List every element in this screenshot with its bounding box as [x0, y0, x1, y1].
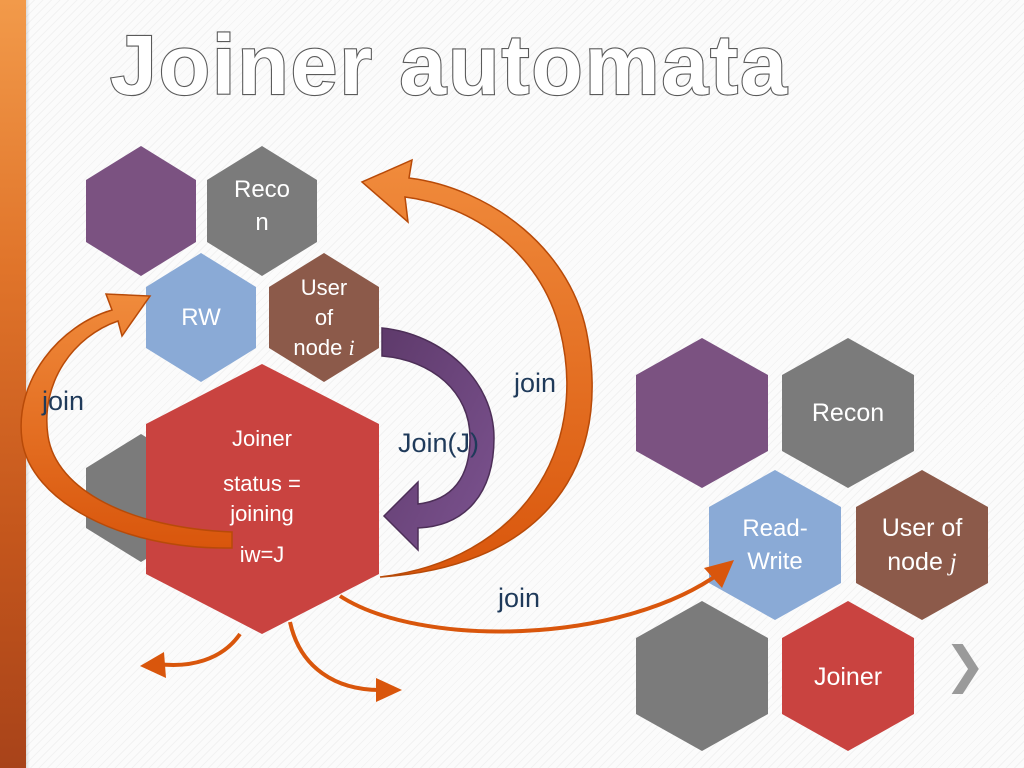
node-i-recon-label-line1: Reco	[234, 176, 290, 203]
node-i-user-label-line1: User	[301, 275, 347, 300]
left-accent-bar	[0, 0, 26, 768]
join-j-arrow-icon	[381, 327, 495, 552]
small-arrowhead-right-icon	[376, 678, 402, 702]
node-i-rw-label: RW	[181, 304, 221, 331]
node-j-gray-hex	[636, 601, 768, 751]
node-j-user-label-line2: node j	[887, 548, 957, 576]
node-i-user-label-line2: of	[315, 305, 334, 330]
node-i-recon-label-line2: n	[255, 209, 268, 236]
join-label-left: join	[41, 386, 84, 416]
node-j-joiner-hex	[782, 601, 914, 751]
node-i-user-hex	[269, 253, 379, 382]
node-i-user-label-line3: node i	[293, 335, 354, 360]
join-label-bottom: join	[497, 583, 540, 613]
join-j-label: Join(J)	[398, 428, 479, 458]
small-arrowhead-left-icon	[140, 652, 166, 678]
node-j-joiner-label: Joiner	[814, 663, 882, 691]
left-accent-bar-edge	[26, 0, 30, 768]
node-j-user-label-line1: User of	[882, 514, 963, 542]
node-j-purple-hex	[636, 338, 768, 488]
node-j-readwrite-label-line2: Write	[747, 548, 803, 575]
node-i-status-line2: joining	[229, 501, 294, 526]
node-j-readwrite-label-line1: Read-	[742, 515, 807, 542]
node-j-recon-hex	[782, 338, 914, 488]
next-slide-chevron-icon[interactable]: ❯	[944, 637, 986, 695]
node-i-joiner-title: Joiner	[232, 426, 292, 451]
join-bottom-arrowhead-icon	[704, 560, 734, 588]
node-i-rw-hex	[146, 253, 256, 382]
node-i-status-line1: status =	[223, 471, 301, 496]
node-i-purple-hex	[86, 146, 196, 276]
page-title: Joiner automata	[110, 18, 789, 112]
node-j-readwrite-hex	[709, 470, 841, 620]
join-loop-arrow-icon	[360, 158, 593, 578]
node-j-user-hex	[856, 470, 988, 620]
node-i-iw-label: iw=J	[240, 542, 285, 567]
join-bottom-arrow-icon	[338, 571, 722, 634]
node-j-recon-label: Recon	[812, 399, 884, 427]
small-arrow-left-icon	[157, 632, 242, 667]
join-label-top: join	[513, 368, 556, 398]
node-i-joiner-hex	[146, 364, 379, 634]
node-i-recon-hex	[207, 146, 317, 276]
small-arrow-right-icon	[288, 621, 381, 692]
join-left-arrow-icon	[20, 293, 233, 549]
